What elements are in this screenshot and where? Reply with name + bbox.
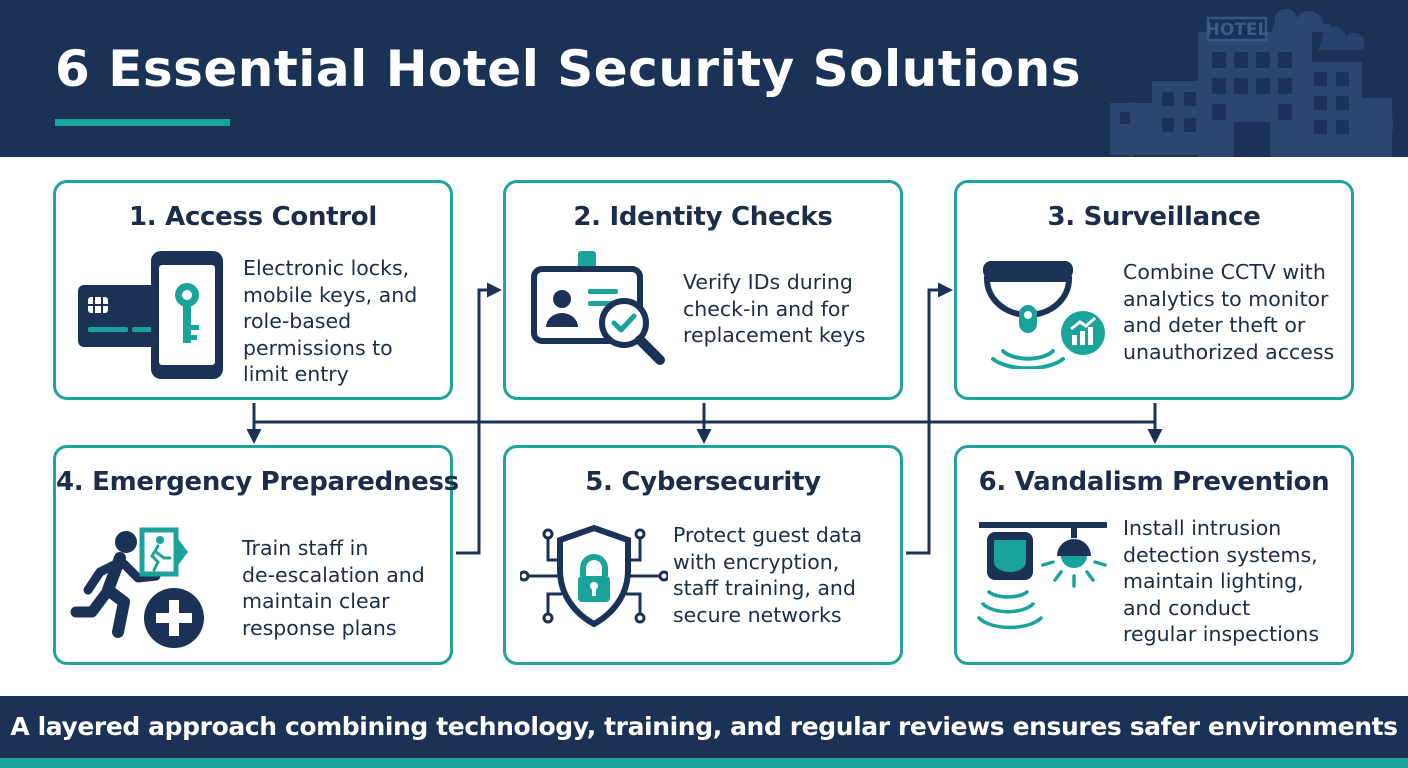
footer-summary: A layered approach combining technology,… <box>10 712 1398 741</box>
card-title: 6. Vandalism Prevention <box>978 467 1330 497</box>
title-underline <box>55 119 230 126</box>
card-title: 4. Emergency Preparedness <box>56 467 459 497</box>
card-title: 3. Surveillance <box>1047 202 1261 232</box>
key-card-phone-icon <box>78 251 223 379</box>
hotel-building-icon: HOTEL <box>1110 8 1393 157</box>
page-title: 6 Essential Hotel Security Solutions <box>55 40 1081 98</box>
footer-stripe <box>0 758 1408 768</box>
card-description: Combine CCTV with analytics to monitor a… <box>1123 260 1335 364</box>
hotel-sign-text: HOTEL <box>1206 20 1269 40</box>
card-title: 5. Cybersecurity <box>585 467 821 497</box>
card-vandalism-prevention: 6. Vandalism Prevention Install intrusio… <box>954 445 1354 665</box>
shield-lock-icon <box>520 524 668 628</box>
card-description: Electronic locks, mobile keys, and role-… <box>243 256 418 386</box>
dome-camera-icon <box>983 261 1105 369</box>
header-banner: 6 Essential Hotel Security Solutions HOT… <box>0 0 1408 157</box>
card-description: Protect guest data with encryption, staf… <box>673 523 863 627</box>
footer-banner: A layered approach combining technology,… <box>0 696 1408 758</box>
card-surveillance: 3. Surveillance Combine CCTV with analyt… <box>954 180 1354 400</box>
card-description: Train staff in de-escalation and maintai… <box>242 536 425 640</box>
card-cybersecurity: 5. Cybersecurity Protect guest data with… <box>503 445 903 665</box>
card-access-control: 1. Access Control Electronic locks, mobi… <box>53 180 453 400</box>
card-identity-checks: 2. Identity Checks Verify IDs during che… <box>503 180 903 400</box>
card-emergency-preparedness: 4. Emergency Preparedness Train staff in… <box>53 445 459 665</box>
card-description: Verify IDs during check-in and for repla… <box>683 270 866 347</box>
card-title: 2. Identity Checks <box>573 202 833 232</box>
id-magnifier-icon <box>531 251 665 365</box>
sensor-light-icon <box>977 522 1107 630</box>
card-description: Install intrusion detection systems, mai… <box>1123 516 1320 646</box>
card-title: 1. Access Control <box>129 202 377 232</box>
emergency-exit-icon <box>70 527 204 648</box>
